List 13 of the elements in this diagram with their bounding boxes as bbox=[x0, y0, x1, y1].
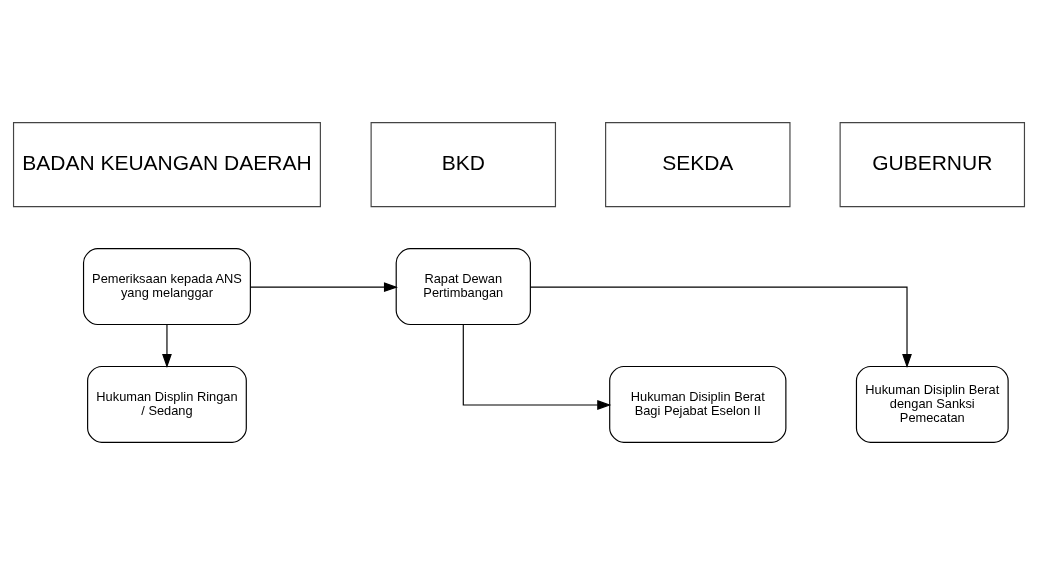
node-box: SEKDA bbox=[605, 121, 791, 207]
node-box: Hukuman Disiplin Berat dengan Sanksi Pemecatan bbox=[855, 365, 1009, 443]
node-box: Hukuman Disiplin Berat Bagi Pejabat Eselon II bbox=[609, 365, 787, 443]
arrow bbox=[250, 281, 398, 292]
arrow bbox=[162, 323, 172, 368]
arrow bbox=[530, 286, 912, 368]
node-box: GUBERNUR bbox=[839, 121, 1026, 207]
node-box: Rapat Dewan Pertimbangan bbox=[395, 247, 531, 325]
arrow bbox=[462, 323, 612, 410]
node-box: BKD bbox=[370, 121, 557, 207]
node-box: Pemeriksaan kepada ANS yang melanggar bbox=[82, 247, 251, 325]
node-box: BADAN KEUANGAN DAERAH bbox=[12, 121, 321, 207]
node-box: Hukuman Displin Ringan / Sedang bbox=[87, 365, 247, 443]
